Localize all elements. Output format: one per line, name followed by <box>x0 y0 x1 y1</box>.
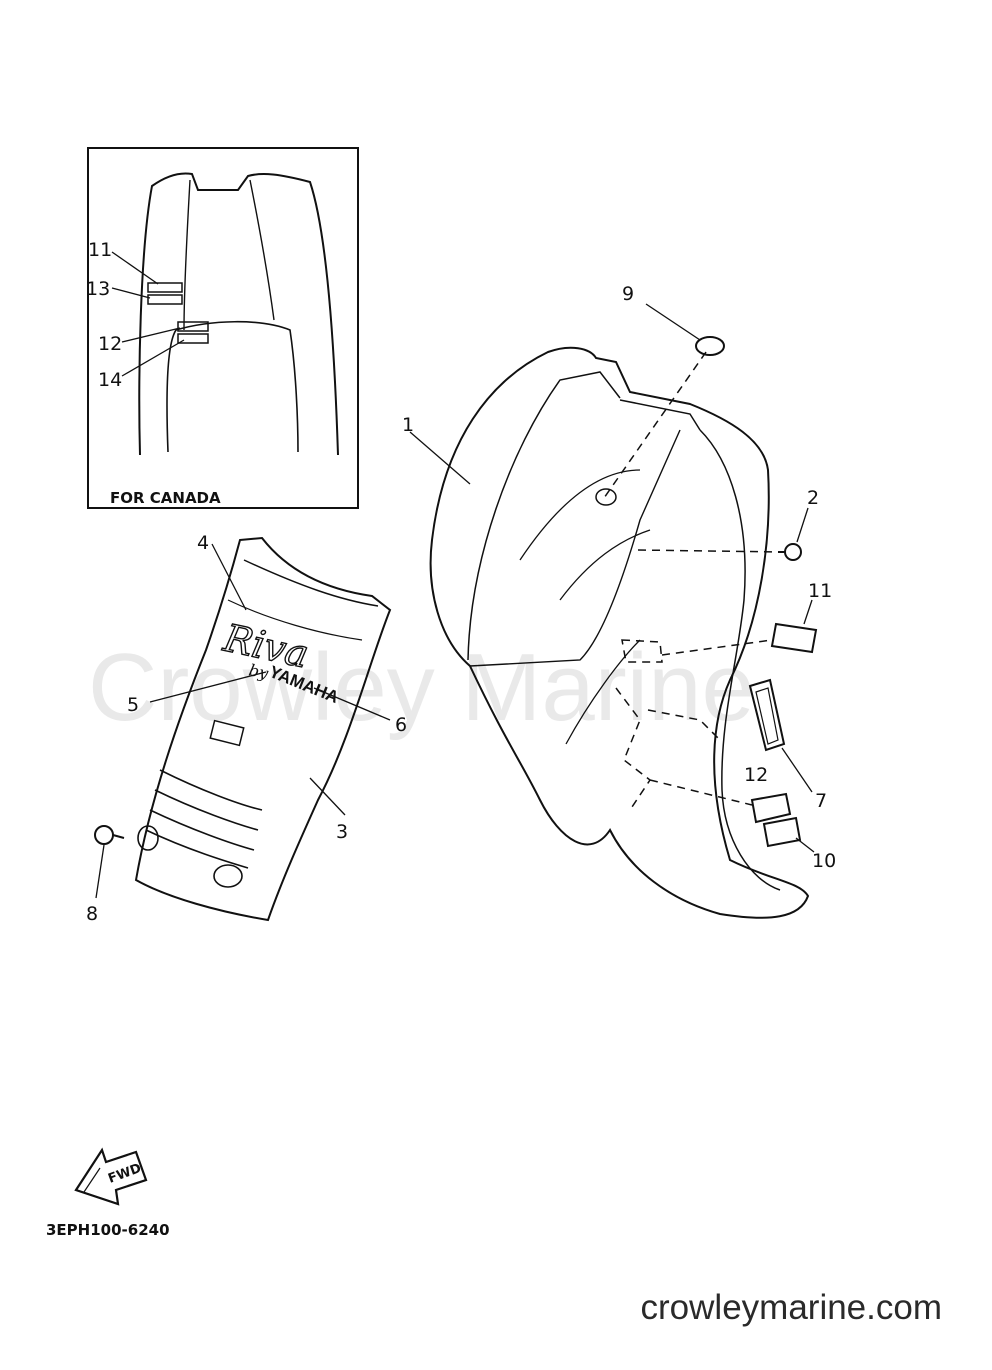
panel-emblem <box>209 719 245 747</box>
inset-frame <box>87 147 359 509</box>
leg-shield-edge <box>699 429 781 891</box>
leg-shield-outline <box>429 346 810 919</box>
drawing-code: 3EPH100-6240 <box>46 1221 170 1239</box>
dashed-guides <box>603 351 783 811</box>
inset-panel-inner-right <box>249 179 275 321</box>
inset-decal-14 <box>177 333 209 344</box>
inset-panel-outline <box>138 172 339 456</box>
by-decal: by <box>247 660 271 683</box>
inset-decal-11 <box>147 282 183 293</box>
callout-10: 10 <box>812 850 836 872</box>
callout-5: 5 <box>127 694 139 716</box>
callout-6: 6 <box>395 714 407 736</box>
callout-1: 1 <box>402 414 414 436</box>
callout-3: 3 <box>336 821 348 843</box>
panel-vent-3 <box>149 809 255 851</box>
callout-4: 4 <box>197 532 209 554</box>
bolt-8 <box>94 825 125 899</box>
inset-panel-inner-left <box>183 179 191 331</box>
callout-8: 8 <box>86 903 98 925</box>
grommet-9 <box>645 303 725 356</box>
decal-11 <box>770 599 818 654</box>
inset-callout-13: 13 <box>86 278 110 300</box>
inset-lower-panel <box>166 320 299 453</box>
inset-callout-11: 11 <box>88 239 112 261</box>
panel-vent-2 <box>154 789 259 831</box>
callout-11: 11 <box>808 580 832 602</box>
callout-9: 9 <box>622 283 634 305</box>
decal-12 <box>750 792 792 824</box>
clip-2 <box>778 507 809 561</box>
watermark: Crowley Marine <box>88 634 755 741</box>
inset-decal-13 <box>147 294 183 305</box>
fwd-arrow-shape <box>74 1147 148 1206</box>
panel-hole-left <box>137 825 159 851</box>
inset-decal-12 <box>177 321 209 332</box>
site-url[interactable]: crowleymarine.com <box>640 1288 942 1327</box>
callout-12: 12 <box>744 764 768 786</box>
front-panel <box>134 536 392 922</box>
decal-10 <box>762 816 815 853</box>
panel-vent-4 <box>145 829 249 869</box>
front-panel-outline <box>134 536 392 922</box>
panel-vent-1 <box>159 769 263 811</box>
shield-mount-hole <box>595 488 617 506</box>
callout-7: 7 <box>815 790 827 812</box>
fwd-arrow <box>74 1147 148 1206</box>
panel-hole-right <box>213 864 243 888</box>
inset-callout-14: 14 <box>98 369 122 391</box>
callout-2: 2 <box>807 487 819 509</box>
leg-shield-inner-rim <box>467 371 621 661</box>
emblem-7 <box>748 678 813 793</box>
inset-caption: FOR CANADA <box>110 489 221 507</box>
inset-callout-12: 12 <box>98 333 122 355</box>
canada-inset <box>87 147 359 509</box>
leg-shield <box>429 346 810 919</box>
